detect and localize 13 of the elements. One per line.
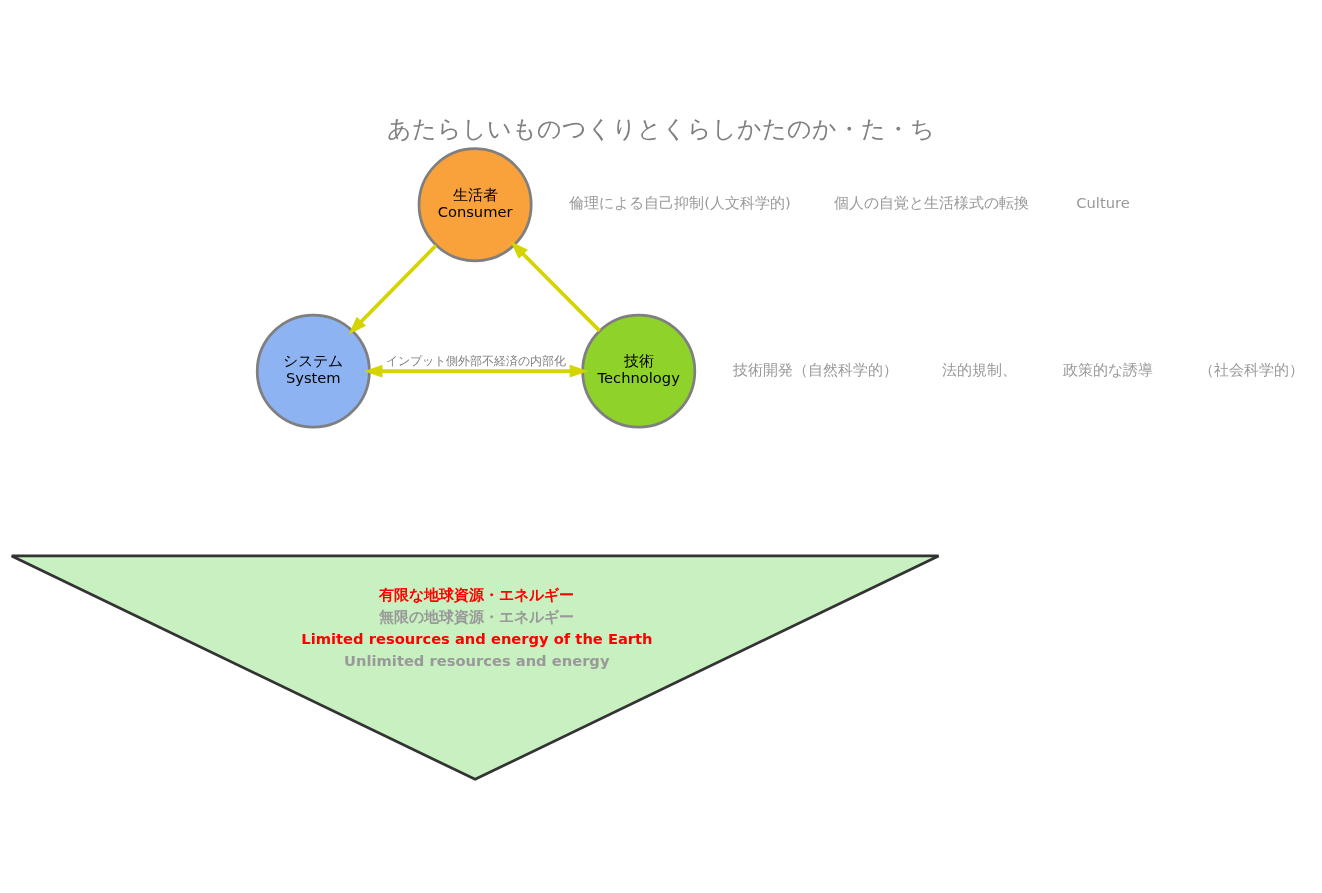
arrow — [510, 240, 601, 332]
diagram-title: あたらしいものつくりとくらしかたのか・た・ち — [387, 114, 935, 143]
label: 倫理による自己抑制(人文科学的) — [569, 193, 791, 211]
label: 個人の自覚と生活様式の転換 — [834, 193, 1030, 211]
node-circle: 技術 Technology — [581, 313, 697, 429]
label: （社会科学的） — [1199, 360, 1305, 378]
label: 政策的な誘導 — [1063, 360, 1154, 378]
edge-label: インプット側外部不経済の内部化 — [386, 353, 567, 368]
label: Culture — [1076, 193, 1130, 211]
arrow — [364, 364, 589, 378]
arrow — [348, 243, 438, 334]
label: 技術開発（自然科学的） — [732, 360, 898, 378]
label: 法的規制、 — [942, 360, 1018, 378]
